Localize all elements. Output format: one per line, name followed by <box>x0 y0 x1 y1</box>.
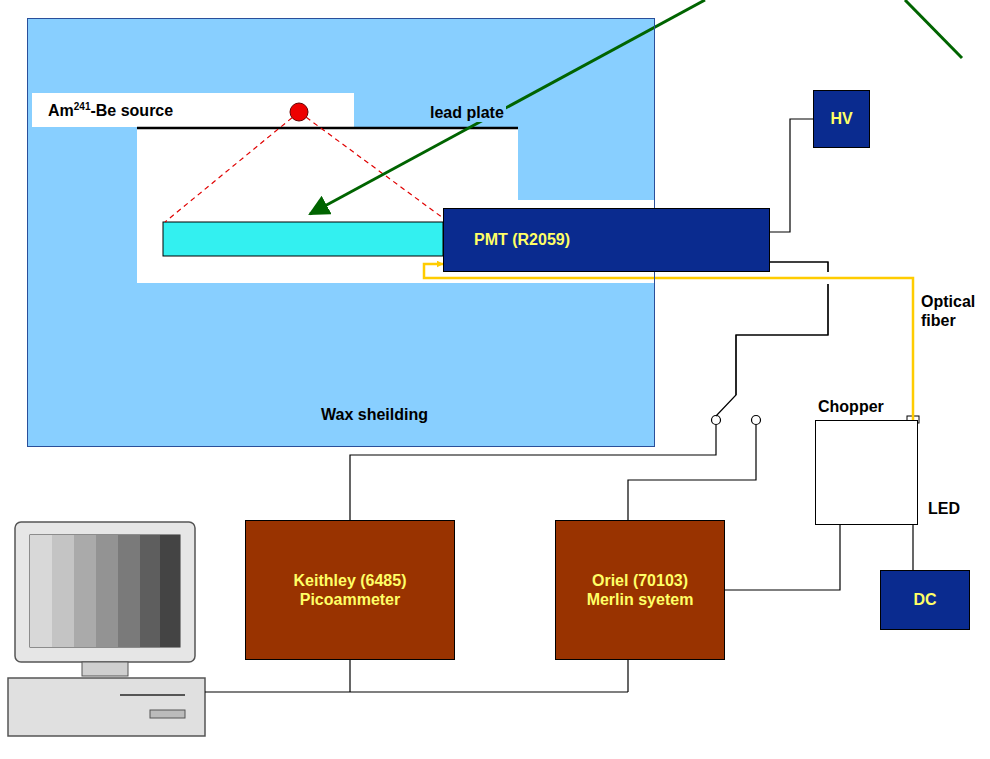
node-text: DC <box>913 590 936 609</box>
cable <box>770 119 813 232</box>
part-label: lead plate <box>428 103 506 122</box>
bus-wire <box>627 660 628 692</box>
node-text: Chopper <box>818 397 884 416</box>
cable <box>628 262 828 520</box>
screen-band <box>52 535 74 647</box>
source-label: Am241-Be source <box>48 101 173 120</box>
ray-line <box>165 112 299 222</box>
monitor-screen <box>30 535 180 647</box>
lead-plate <box>137 127 518 130</box>
switch-contact <box>712 416 721 425</box>
screen-band <box>96 535 118 647</box>
chopper-box: Chopper <box>815 420 918 525</box>
pmt-box: PMT (R2059) <box>443 208 770 272</box>
node-text: PMT (R2059) <box>474 230 570 249</box>
switch-contact <box>752 416 761 425</box>
part-label: LED <box>926 499 962 518</box>
node-text: Wax sheilding <box>321 405 428 424</box>
screen-band <box>160 535 180 647</box>
power-box: HV <box>813 90 870 148</box>
power-box: DC <box>880 570 970 630</box>
pointer-line <box>905 0 962 58</box>
superscript: 241 <box>74 101 91 112</box>
instrument-box: Keithley (6485) Picoammeter <box>245 520 455 660</box>
source-label: -Be source <box>90 102 173 119</box>
drive-slot <box>120 694 185 696</box>
cable <box>350 262 828 520</box>
source-symbol <box>290 103 308 121</box>
bus-wire <box>349 660 350 692</box>
source-label: Am <box>48 102 74 119</box>
monitor-stand <box>82 662 128 676</box>
screen-band <box>74 535 96 647</box>
source-channel <box>32 93 354 127</box>
bus-wire <box>205 691 628 692</box>
node-text: HV <box>830 109 852 128</box>
ray-line <box>299 112 443 218</box>
instrument-box: Oriel (70103) Merlin syetem <box>555 520 725 660</box>
optical-fiber <box>424 264 913 420</box>
node-text: Oriel (70103) Merlin syetem <box>570 571 710 609</box>
cable <box>912 525 913 570</box>
node-text: Keithley (6485) Picoammeter <box>265 571 435 609</box>
cable <box>725 525 840 590</box>
screen-band <box>140 535 160 647</box>
scintillator <box>163 222 443 256</box>
pointer-arrow <box>310 0 705 214</box>
screen-band <box>118 535 140 647</box>
edge-label: Optical fiber <box>921 292 983 330</box>
monitor <box>15 522 195 662</box>
computer-case <box>8 678 205 736</box>
wax-fill <box>27 18 655 447</box>
drive-slot <box>150 710 185 718</box>
screen-band <box>30 535 52 647</box>
